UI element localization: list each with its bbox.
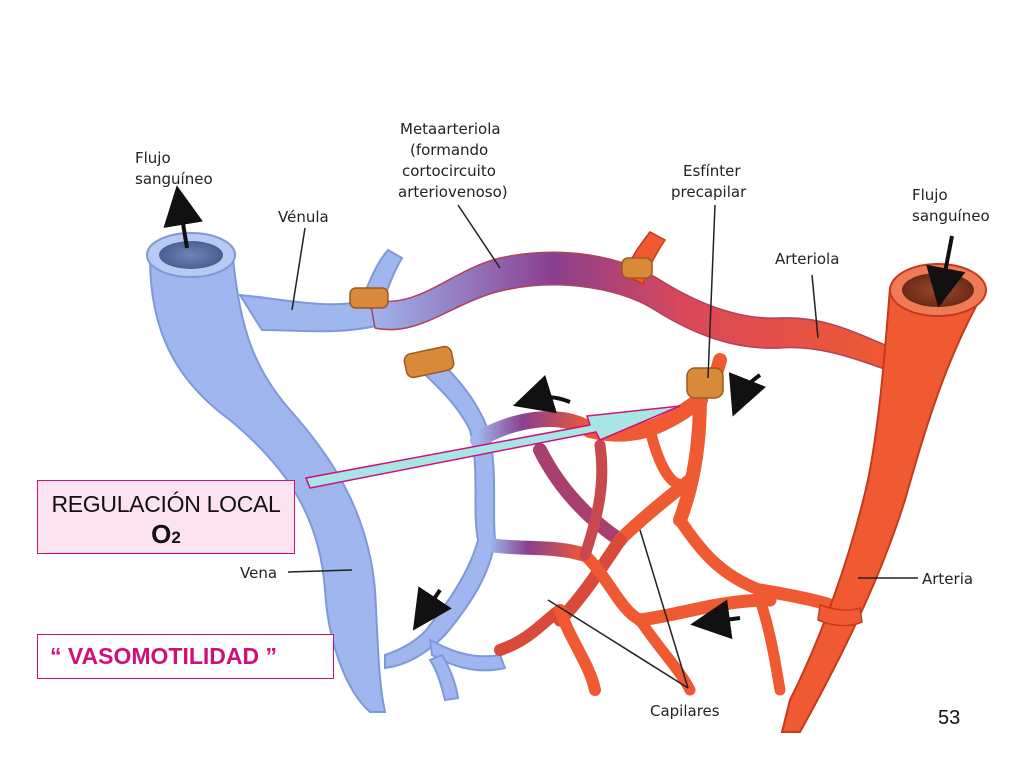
venule-branch <box>384 348 497 670</box>
local-regulation-callout: REGULACIÓN LOCAL O2 <box>37 480 295 554</box>
label-capilares: Capilares <box>650 702 720 720</box>
label-flujo-right-1: Flujo <box>912 186 948 204</box>
label-metaarteriola-4: arteriovenoso) <box>398 183 508 201</box>
sphincter-stub <box>621 257 653 279</box>
vein-main <box>148 257 387 713</box>
label-arteriola: Arteriola <box>775 250 839 268</box>
venule-foot <box>428 653 460 702</box>
sphincters <box>349 257 724 399</box>
arrow-left-icon <box>512 375 571 414</box>
page-number: 53 <box>938 707 961 729</box>
label-esfinter-2: precapilar <box>671 183 747 201</box>
artery-lumen <box>902 273 974 307</box>
artery-branch <box>817 604 863 627</box>
label-venula: Vénula <box>278 208 329 226</box>
vein-system <box>146 232 507 713</box>
arrow-down-left-icon-2 <box>412 586 452 631</box>
callout-title: REGULACIÓN LOCAL <box>51 491 281 517</box>
label-metaarteriola-2: (formando <box>410 141 488 159</box>
oxygen-symbol: O <box>151 519 172 549</box>
flow-arrows <box>163 185 966 640</box>
label-flujo-left-2: sanguíneo <box>135 170 213 188</box>
artery-main <box>780 286 987 733</box>
callout-arrow <box>304 405 681 489</box>
sphincter-precapillary <box>686 367 724 399</box>
arrow-down-icon <box>926 235 966 308</box>
label-metaarteriola-3: cortocircuito <box>402 162 496 180</box>
label-flujo-right-2: sanguíneo <box>912 207 990 225</box>
arrow-up-icon <box>163 185 203 249</box>
oxygen-subscript: 2 <box>171 528 181 547</box>
label-vena: Vena <box>240 564 277 582</box>
label-flujo-left-1: Flujo <box>135 149 171 167</box>
arrow-down-left-icon <box>728 371 767 417</box>
vasomotility-banner: “ VASOMOTILIDAD ” <box>37 634 334 679</box>
label-arteria: Arteria <box>922 570 973 588</box>
label-esfinter-1: Esfínter <box>683 162 741 180</box>
vein-lumen <box>159 241 223 269</box>
vasomotility-text: “ VASOMOTILIDAD ” <box>50 643 278 669</box>
label-metaarteriola-1: Metaarteriola <box>400 120 501 138</box>
oxygen-label: O2 <box>38 520 294 552</box>
sphincter-branch <box>403 345 455 379</box>
sphincter-venule <box>349 287 389 309</box>
arrow-left-icon-2 <box>690 599 741 640</box>
diagram-labels: Flujo sanguíneo Vénula Metaarteriola (fo… <box>135 120 990 720</box>
leader-lines <box>287 204 918 689</box>
